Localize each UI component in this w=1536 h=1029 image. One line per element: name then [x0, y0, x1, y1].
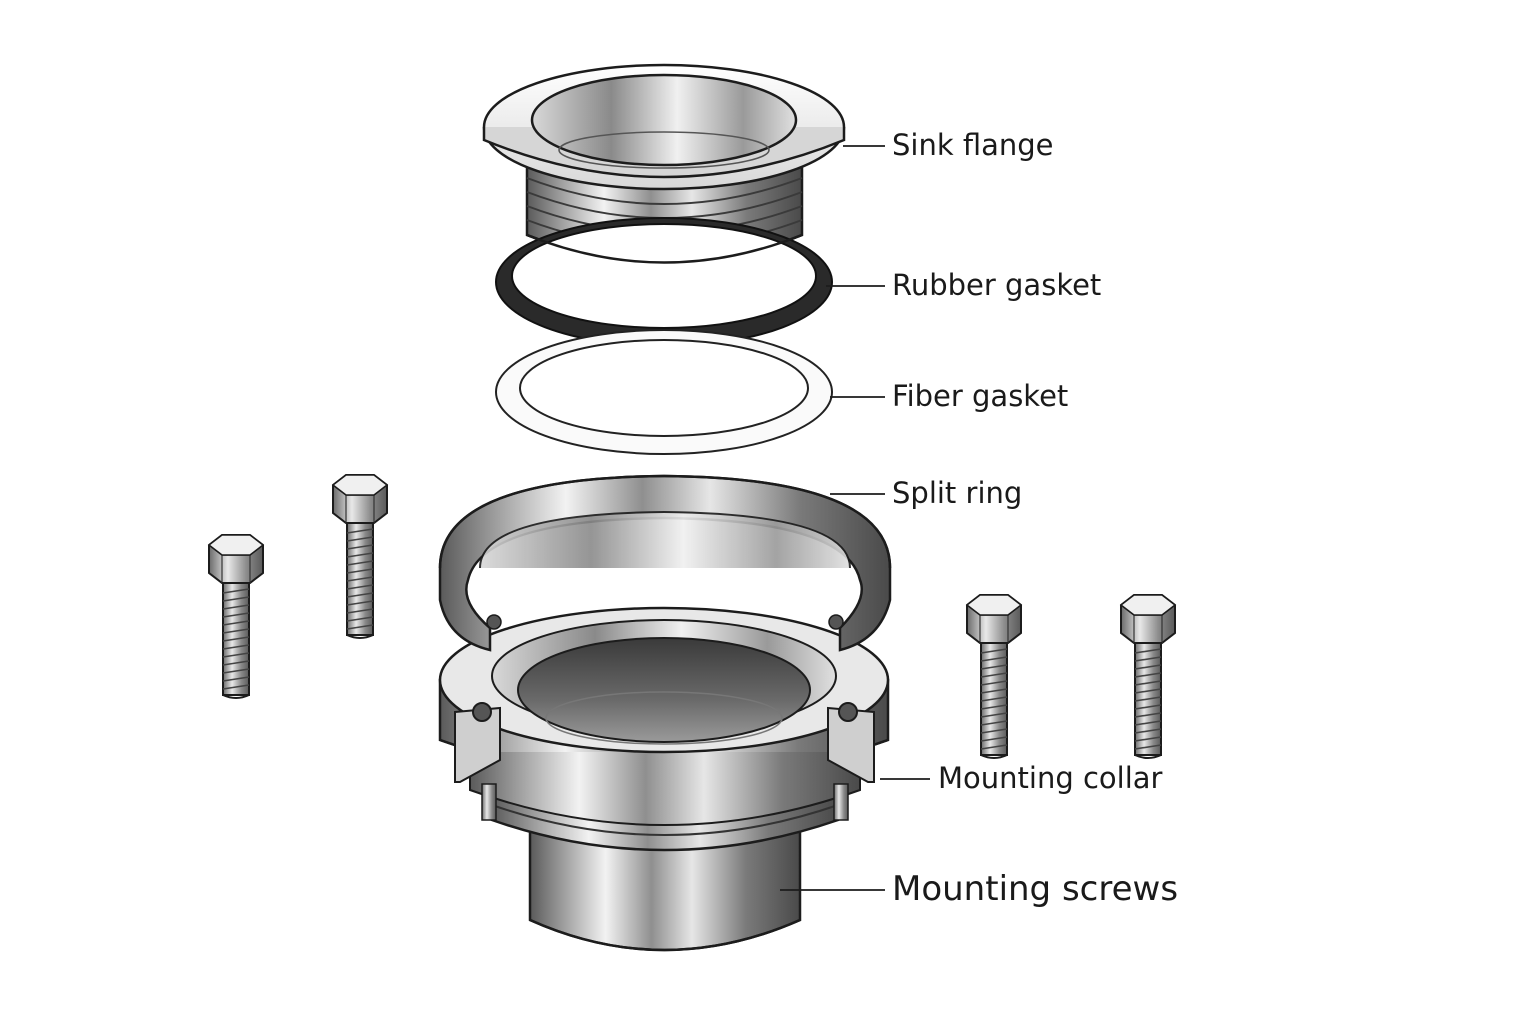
rubber-gasket	[495, 217, 833, 347]
mounting-screw-left-1	[208, 534, 264, 699]
mounting-screw-left-2	[332, 474, 388, 639]
label-split-ring: Split ring	[892, 476, 1023, 510]
mounting-screw-right-2	[1120, 594, 1176, 759]
mounting-collar	[438, 606, 890, 952]
label-rubber-gasket: Rubber gasket	[892, 268, 1102, 302]
label-fiber-gasket: Fiber gasket	[892, 379, 1069, 413]
fiber-gasket	[495, 329, 833, 455]
label-sink-flange: Sink flange	[892, 128, 1054, 162]
split-ring	[438, 474, 892, 652]
leader-lines	[780, 145, 930, 891]
label-mounting-screws: Mounting screws	[892, 869, 1179, 909]
label-mounting-collar: Mounting collar	[938, 761, 1163, 795]
mounting-screw-right-1	[966, 594, 1022, 759]
